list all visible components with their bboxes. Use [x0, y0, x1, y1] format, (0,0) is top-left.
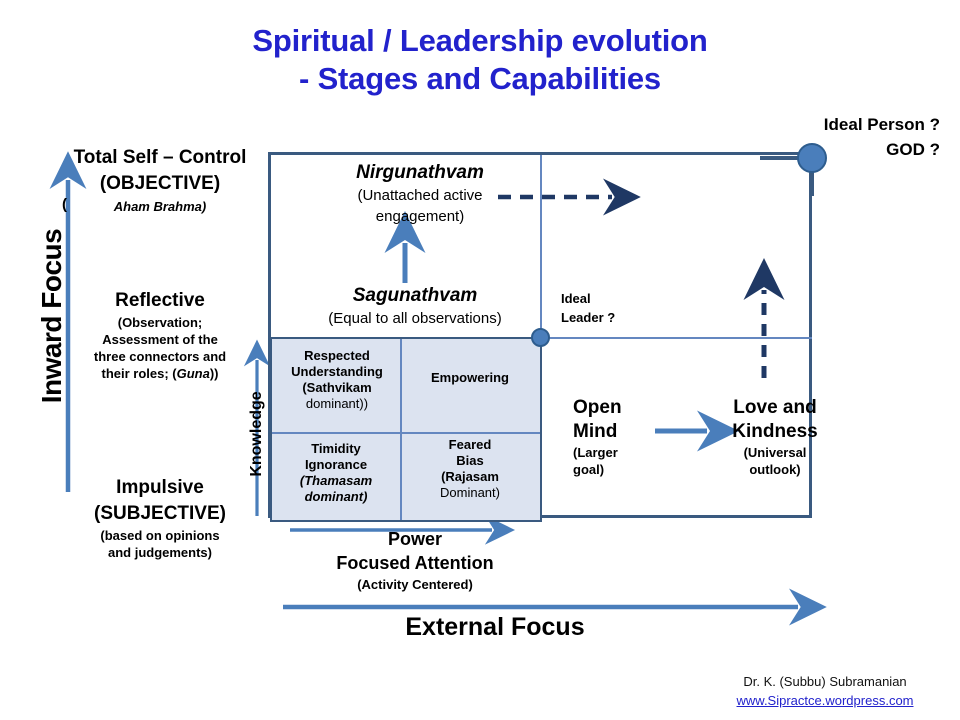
footer-author: Dr. K. (Subbu) Subramanian	[743, 674, 907, 689]
cell-bl-line1: Timidity	[311, 441, 361, 456]
axis-label-knowledge: Knowledge	[248, 391, 265, 477]
impulsive-sub-1: (based on opinions	[100, 528, 220, 543]
reflective-sub-3: three connectors and	[93, 349, 227, 364]
cell-br-line3: (Rajasam	[441, 469, 499, 484]
label-ideal-person-god: Ideal Person ? GOD ?	[700, 112, 954, 162]
axis-label-power-focused-attention: Power Focused Attention (Activity Center…	[300, 527, 530, 594]
matrix-cell-timidity-ignorance: Timidity Ignorance (Thamasam dominant)	[276, 441, 396, 505]
open-mind-sub-1: (Larger	[573, 445, 618, 460]
reflective-sub-1: (Observation;	[117, 315, 203, 330]
stage-sagunathvam: Sagunathvam (Equal to all observations)	[290, 283, 540, 329]
open-mind-sub-2: goal)	[573, 462, 605, 477]
stray-open-paren: (	[62, 196, 67, 213]
nirgunathvam-heading: Nirgunathvam	[356, 162, 484, 183]
title-line-1: Spiritual / Leadership evolution	[252, 23, 708, 58]
matrix-cell-feared-bias: Feared Bias (Rajasam Dominant)	[406, 437, 534, 501]
scale-label-total-self-control: Total Self – Control (OBJECTIVE) Aham Br…	[55, 145, 265, 217]
love-kindness-sub-1: (Universal	[743, 445, 807, 460]
ideal-person-line2: GOD ?	[886, 140, 940, 159]
reflective-sub-2: Assessment of the	[102, 332, 218, 347]
scale-label-reflective: Reflective (Observation; Assessment of t…	[55, 288, 265, 382]
ideal-leader-line1: Ideal	[561, 291, 591, 306]
power-line1: Power	[387, 529, 443, 549]
reflective-sub4-post: ))	[209, 366, 219, 381]
matrix-cell-empowering: Empowering	[406, 370, 534, 386]
impulsive-line1: Impulsive	[116, 477, 204, 498]
label-open-mind: Open Mind (Larger goal)	[573, 396, 673, 478]
open-mind-line1: Open	[573, 397, 622, 418]
label-love-and-kindness: Love and Kindness (Universal outlook)	[722, 396, 828, 478]
aham-brahma-close: )	[201, 199, 207, 214]
cell-tl-line1: Respected	[304, 348, 370, 363]
footer-credit: Dr. K. (Subbu) Subramanian www.Sipractce…	[700, 672, 950, 710]
total-self-line1: Total Self – Control	[73, 147, 247, 168]
reflective-sub-4: their roles; (Guna))	[55, 365, 265, 382]
capability-matrix	[270, 337, 542, 522]
power-sub: (Activity Centered)	[357, 577, 473, 592]
sagunathvam-heading: Sagunathvam	[352, 285, 478, 306]
ideal-leader-line2: Leader ?	[561, 310, 616, 325]
cell-bl-line4: dominant)	[304, 489, 368, 504]
cell-br-line2: Bias	[456, 453, 484, 468]
cell-br-line1: Feared	[448, 437, 492, 452]
power-line2: Focused Attention	[336, 553, 494, 573]
impulsive-sub-2: and judgements)	[107, 545, 212, 560]
total-self-line2: (OBJECTIVE)	[99, 173, 221, 194]
cell-tl-line2: Understanding	[291, 364, 383, 379]
reflective-heading: Reflective	[115, 290, 205, 311]
matrix-cell-respected-understanding: Respected Understanding (Sathvikam domin…	[278, 348, 396, 412]
page-title: Spiritual / Leadership evolution - Stage…	[0, 22, 960, 98]
axis-label-external-focus: External Focus	[405, 613, 585, 641]
ideal-person-line1: Ideal Person ?	[823, 115, 940, 134]
cell-tl-line4: dominant))	[305, 396, 369, 411]
open-mind-line2: Mind	[573, 421, 618, 442]
matrix-horizontal-divider	[272, 432, 540, 434]
cell-br-line4: Dominant)	[440, 485, 500, 500]
matrix-vertical-divider	[400, 339, 402, 520]
nirgunathvam-sub-2: engagement)	[375, 208, 465, 225]
cell-tl-line3: (Sathvikam	[302, 380, 372, 395]
cell-tr-line1: Empowering	[430, 370, 509, 385]
total-self-line3: Aham Brahma)	[55, 197, 265, 217]
outer-horizontal-divider	[540, 337, 812, 339]
sagunathvam-sub-1: (Equal to all observations)	[328, 310, 502, 327]
nirgunathvam-sub-1: (Unattached active	[357, 187, 483, 204]
love-kindness-sub-2: outlook)	[749, 462, 801, 477]
scale-label-impulsive: Impulsive (SUBJECTIVE) (based on opinion…	[55, 475, 265, 561]
aham-brahma-italic: Aham Brahma	[113, 199, 202, 214]
footer-url-link[interactable]: www.Sipractce.wordpress.com	[736, 693, 914, 708]
love-kindness-line2: Kindness	[732, 421, 818, 442]
stage-nirgunathvam: Nirgunathvam (Unattached active engageme…	[300, 160, 540, 227]
ideal-leader-node-circle-icon	[531, 328, 550, 347]
label-ideal-leader: Ideal Leader ?	[561, 289, 651, 327]
cell-bl-line2: Ignorance	[304, 457, 368, 472]
love-kindness-line1: Love and	[733, 397, 817, 418]
reflective-sub4-pre: their roles; (	[101, 366, 177, 381]
god-node-circle-icon	[797, 143, 827, 173]
title-line-2: - Stages and Capabilities	[299, 61, 661, 96]
cell-bl-line3: (Thamasam	[299, 473, 373, 488]
guna-italic: Guna	[176, 366, 210, 381]
impulsive-line2: (SUBJECTIVE)	[94, 503, 226, 524]
